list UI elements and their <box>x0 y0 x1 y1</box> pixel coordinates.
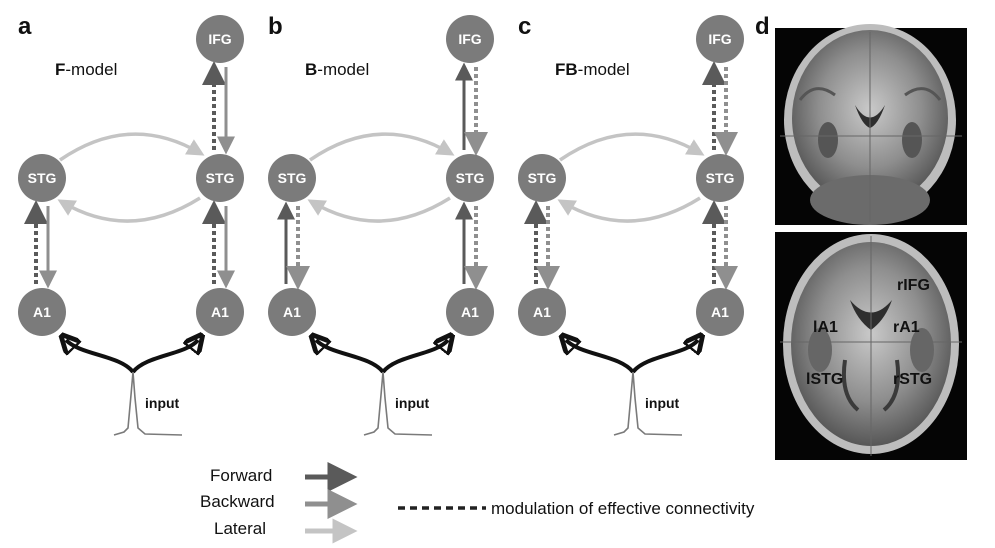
node-label-ra1: A1 <box>461 304 479 320</box>
label-rifg: rIFG <box>897 277 930 294</box>
lateral-arrow-rstg-to-lstg <box>57 196 201 223</box>
legend-forward-label: Forward <box>210 466 272 485</box>
node-label-ifg: IFG <box>708 31 731 47</box>
axial-brain-image: rIFG lA1 rA1 lSTG rSTG <box>775 232 967 460</box>
node-label-rstg: STG <box>456 170 485 186</box>
legend-modulation-label: modulation of effective connectivity <box>491 499 755 518</box>
model-title-rest: -model <box>317 60 369 79</box>
model-title-rest: -model <box>578 60 630 79</box>
node-label-rstg: STG <box>206 170 235 186</box>
label-lstg: lSTG <box>806 371 843 388</box>
model-title-bold: FB <box>555 60 578 79</box>
model-title-rest: -model <box>65 60 117 79</box>
label-ra1: rA1 <box>893 319 920 336</box>
model-title: B-model <box>305 60 369 79</box>
coronal-brain-image <box>775 24 967 225</box>
input-label: input <box>645 395 680 411</box>
node-la1 <box>518 288 566 336</box>
lateral-arrow-lstg-to-rstg <box>309 132 455 162</box>
model-title-bold: F <box>55 60 65 79</box>
input-label: input <box>145 395 180 411</box>
lateral-arrow-lstg-to-rstg <box>559 132 705 162</box>
node-lstg <box>18 154 66 202</box>
node-label-lstg: STG <box>528 170 557 186</box>
panel-b: bB-model input IFG STG STG A1 A1 <box>268 13 494 436</box>
input-arrow-left-a1 <box>566 340 635 374</box>
legend-backward-label: Backward <box>200 492 275 511</box>
lateral-arrow-rstg-to-lstg <box>307 196 451 223</box>
node-label-la1: A1 <box>283 304 301 320</box>
model-title: FB-model <box>555 60 630 79</box>
node-ifg <box>696 15 744 63</box>
node-rstg <box>696 154 744 202</box>
input-arrow-left-a1 <box>66 340 135 374</box>
panel-c: cFB-model input IFG STG STG A1 A1 <box>518 13 744 436</box>
panel-letter-b: b <box>268 13 283 40</box>
panel-a: aF-model input IFG STG STG A1 A1 <box>18 13 244 436</box>
model-title: F-model <box>55 60 117 79</box>
legend-lateral-label: Lateral <box>214 519 266 538</box>
node-ra1 <box>696 288 744 336</box>
input-waveform <box>613 371 683 436</box>
node-ra1 <box>446 288 494 336</box>
node-ifg <box>196 15 244 63</box>
node-lstg <box>518 154 566 202</box>
input-label: input <box>395 395 430 411</box>
node-label-ifg: IFG <box>458 31 481 47</box>
lateral-arrow-rstg-to-lstg <box>557 196 701 223</box>
node-la1 <box>268 288 316 336</box>
node-label-lstg: STG <box>278 170 307 186</box>
node-label-ra1: A1 <box>711 304 729 320</box>
node-label-ifg: IFG <box>208 31 231 47</box>
label-rstg: rSTG <box>893 371 932 388</box>
panel-letter-d: d <box>755 13 770 40</box>
legend: Forward Backward Lateral modulation of e… <box>200 462 755 544</box>
node-label-rstg: STG <box>706 170 735 186</box>
node-rstg <box>196 154 244 202</box>
label-la1: lA1 <box>813 319 838 336</box>
model-title-bold: B <box>305 60 317 79</box>
node-ifg <box>446 15 494 63</box>
input-arrow-right-a1 <box>631 340 698 374</box>
input-arrow-right-a1 <box>131 340 198 374</box>
node-rstg <box>446 154 494 202</box>
panel-letter-a: a <box>18 13 32 40</box>
panel-letter-c: c <box>518 13 531 40</box>
node-label-la1: A1 <box>533 304 551 320</box>
node-label-ra1: A1 <box>211 304 229 320</box>
node-lstg <box>268 154 316 202</box>
panel-d: d rIFG lA1 rA1 <box>755 13 967 460</box>
node-ra1 <box>196 288 244 336</box>
node-la1 <box>18 288 66 336</box>
input-arrow-right-a1 <box>381 340 448 374</box>
input-arrow-left-a1 <box>316 340 385 374</box>
node-label-la1: A1 <box>33 304 51 320</box>
input-waveform <box>113 371 183 436</box>
lateral-arrow-lstg-to-rstg <box>59 132 205 162</box>
node-label-lstg: STG <box>28 170 57 186</box>
input-waveform <box>363 371 433 436</box>
